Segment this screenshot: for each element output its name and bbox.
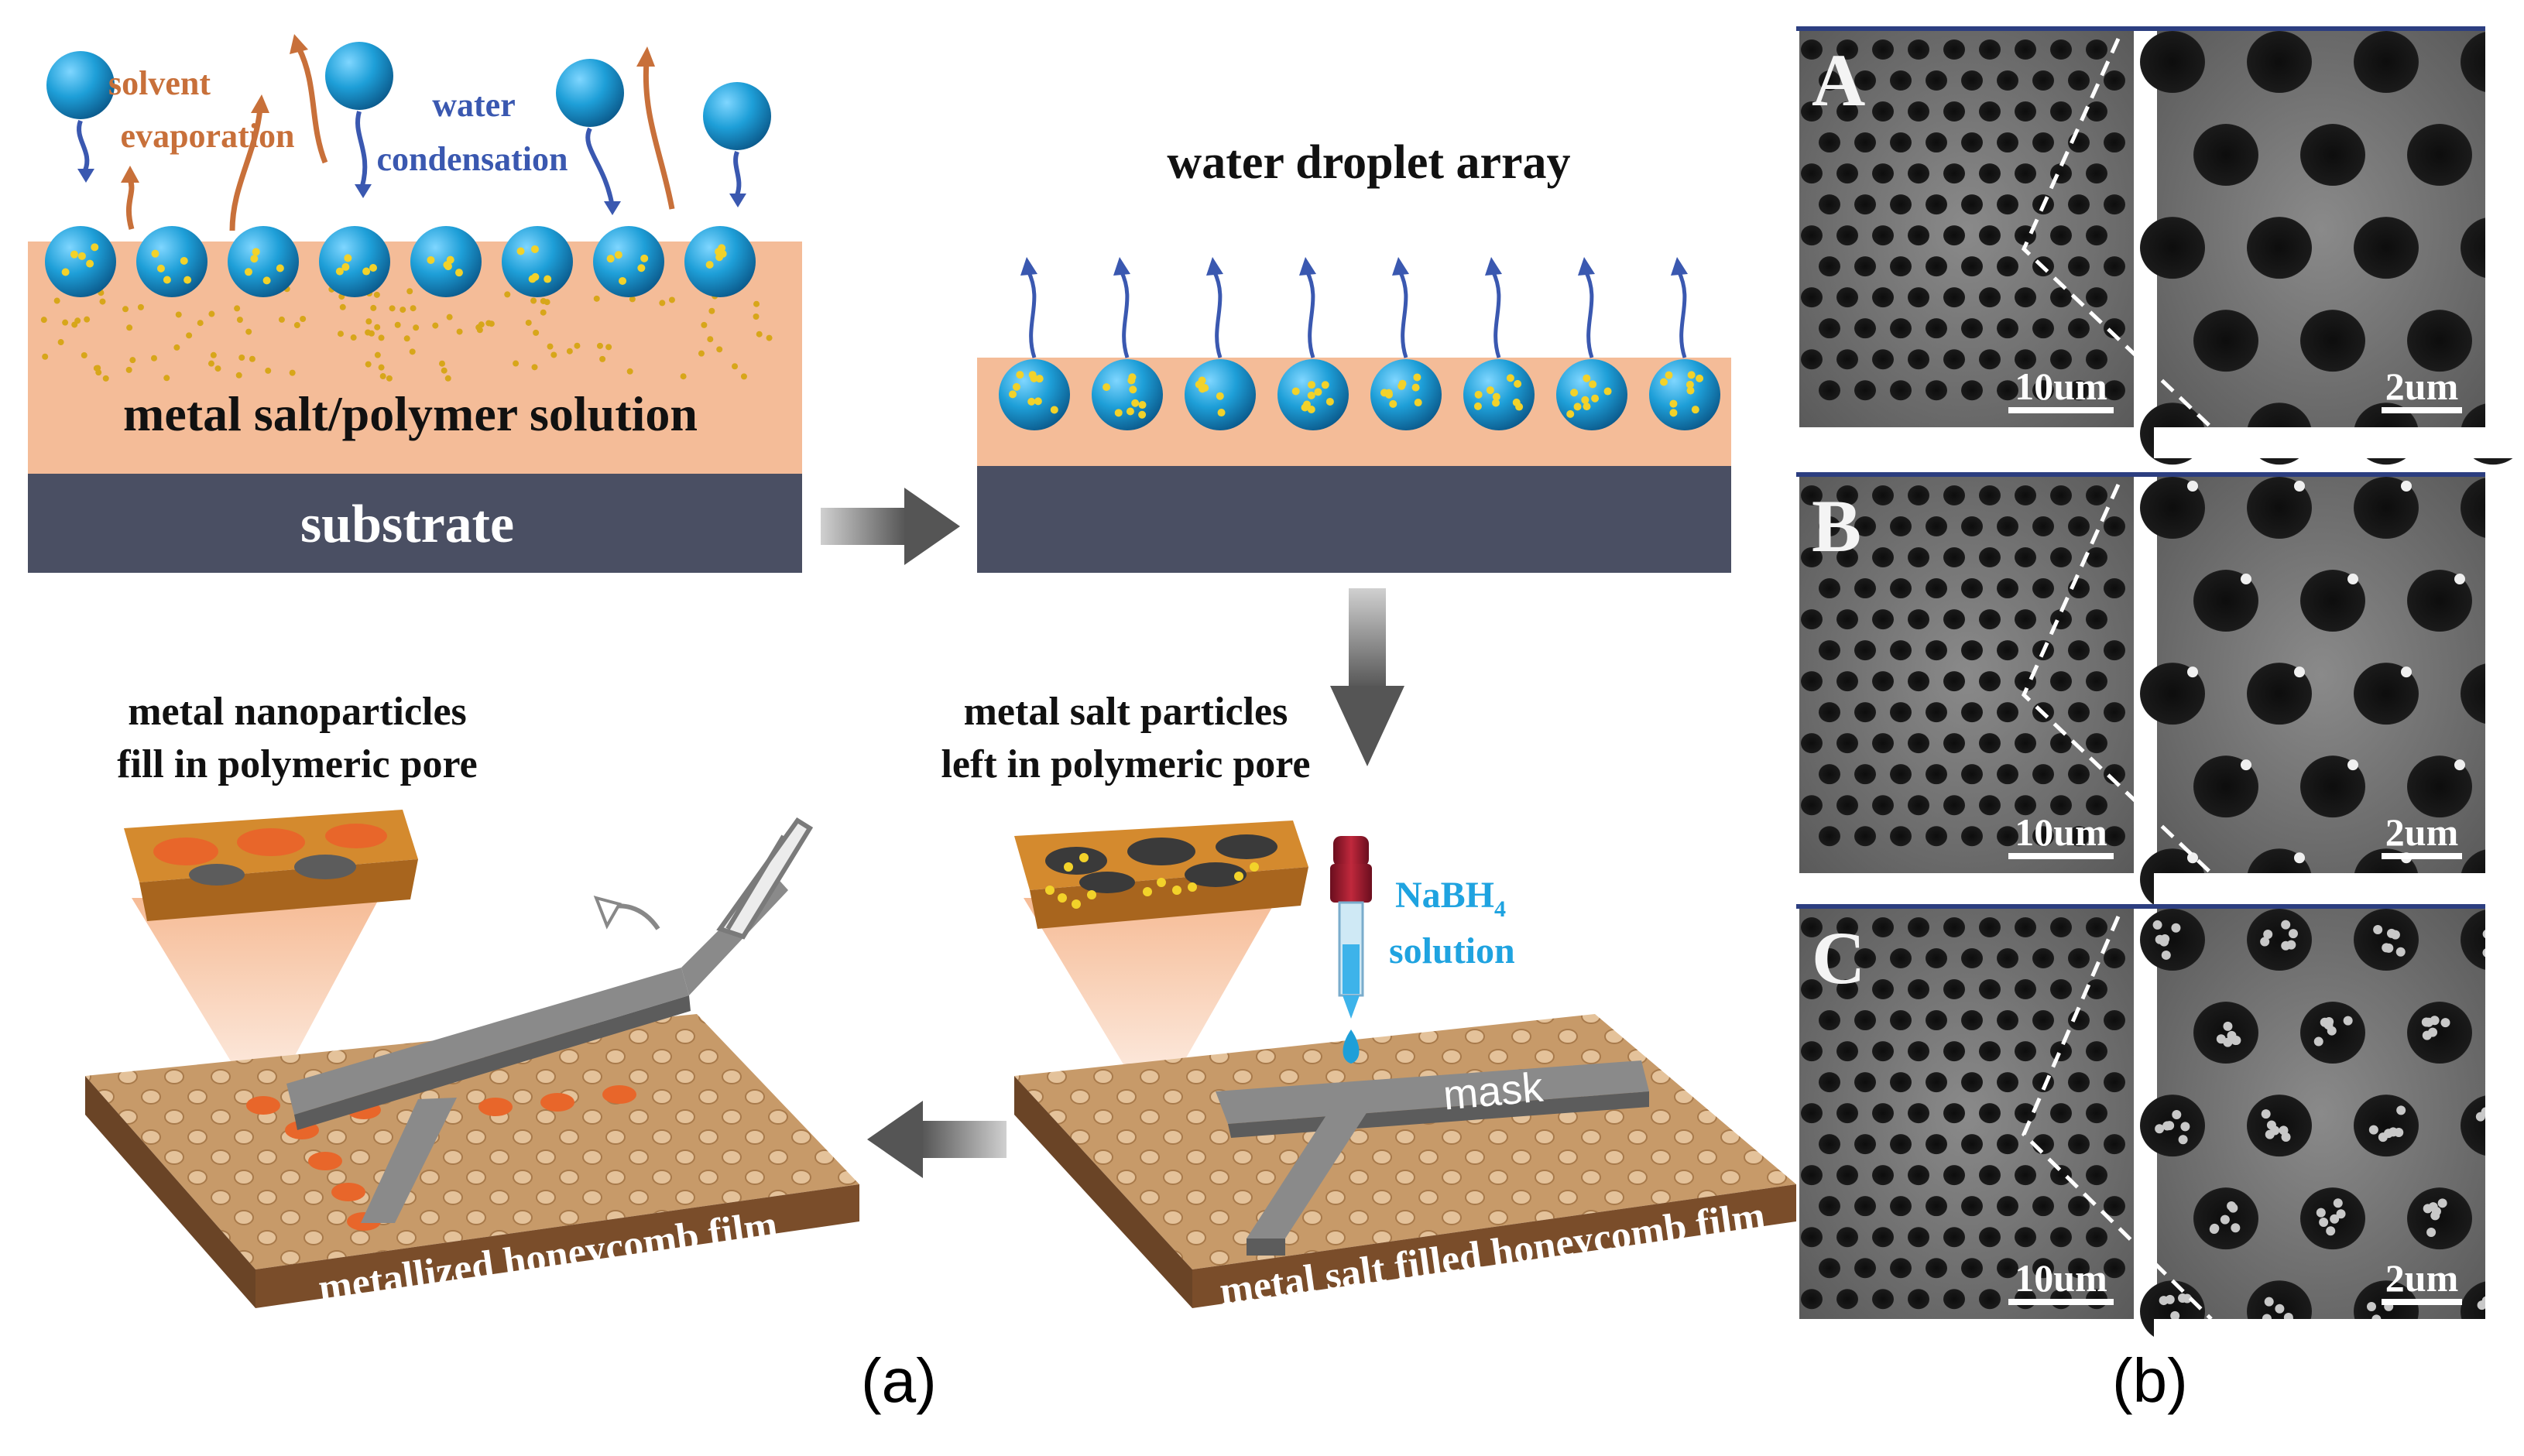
scale-label-low: 10um <box>2015 1256 2107 1300</box>
scale-label-high: 2um <box>2385 365 2458 408</box>
sem-panel-letter: A <box>1812 39 1865 122</box>
salt-pore-zoom <box>1014 820 1308 929</box>
arrow-right <box>821 488 960 565</box>
nanoparticles-label-1: metal nanoparticles <box>128 690 467 734</box>
condensation-arrows <box>77 111 742 204</box>
solvent-label: solvent <box>108 64 211 102</box>
reagent-solution-label: solution <box>1389 930 1515 971</box>
step1-schematic: solvent evaporation water condensation m… <box>28 34 802 573</box>
scale-label-low: 10um <box>2015 810 2107 854</box>
scale-label-high: 2um <box>2385 1256 2458 1300</box>
metallized-film <box>85 1014 859 1269</box>
sem-panel-letter: C <box>1812 916 1865 999</box>
tweezers-icon <box>716 817 814 940</box>
panel-a-caption: (a) <box>861 1346 937 1415</box>
substrate-label: substrate <box>300 495 514 554</box>
solution-label: metal salt/polymer solution <box>123 386 698 441</box>
scale-bar-low <box>2008 407 2114 413</box>
sem-row: C 10um 2um <box>1796 901 2524 1350</box>
scale-label-high: 2um <box>2385 810 2458 854</box>
nanoparticles-label-2: fill in polymeric pore <box>117 742 478 786</box>
sem-row: A 10um 2um <box>1796 23 2524 465</box>
substrate-layer <box>28 474 802 573</box>
falling-droplets <box>46 42 771 150</box>
nanoparticle-pore-zoom <box>124 810 418 921</box>
mask-label: mask <box>1442 1064 1546 1119</box>
scale-bar-high <box>2382 853 2462 859</box>
scale-bar-high <box>2382 1299 2462 1305</box>
sem-high-mag-image <box>2157 909 2485 1319</box>
mask-shape <box>1216 1060 1649 1256</box>
arrow-left <box>867 1101 1007 1178</box>
metallized-film-schematic: metal nanoparticles fill in polymeric po… <box>85 690 859 1310</box>
step2-schematic: water droplet array <box>977 136 1731 573</box>
surface-droplets <box>45 226 756 297</box>
scale-bar-high <box>2382 407 2462 413</box>
water-label: water <box>432 86 516 124</box>
scale-bar-low <box>2008 853 2114 859</box>
condensation-label: condensation <box>377 140 568 178</box>
lift-arrow-icon <box>593 896 660 930</box>
salt-particles-label-2: left in polymeric pore <box>941 742 1310 786</box>
panel-b-caption: (b) <box>2112 1346 2188 1415</box>
sem-row: B 10um 2um <box>1796 469 2524 911</box>
arrow-down <box>1330 588 1404 766</box>
substrate-layer-2 <box>977 466 1731 573</box>
evaporation-arrows <box>126 46 675 231</box>
evaporation-label: evaporation <box>121 117 295 155</box>
droplet-array-label: water droplet array <box>1167 136 1570 189</box>
scale-bar-low <box>2008 1299 2114 1305</box>
salt-film-schematic: metal salt particles left in polymeric p… <box>941 690 1796 1314</box>
dropper-icon <box>1330 836 1372 1064</box>
salt-particles-label-1: metal salt particles <box>964 690 1288 734</box>
reagent-label: NaBH4 <box>1395 875 1506 922</box>
sem-panel-letter: B <box>1812 485 1861 567</box>
droplet-array <box>999 257 1720 430</box>
scale-label-low: 10um <box>2015 365 2107 408</box>
